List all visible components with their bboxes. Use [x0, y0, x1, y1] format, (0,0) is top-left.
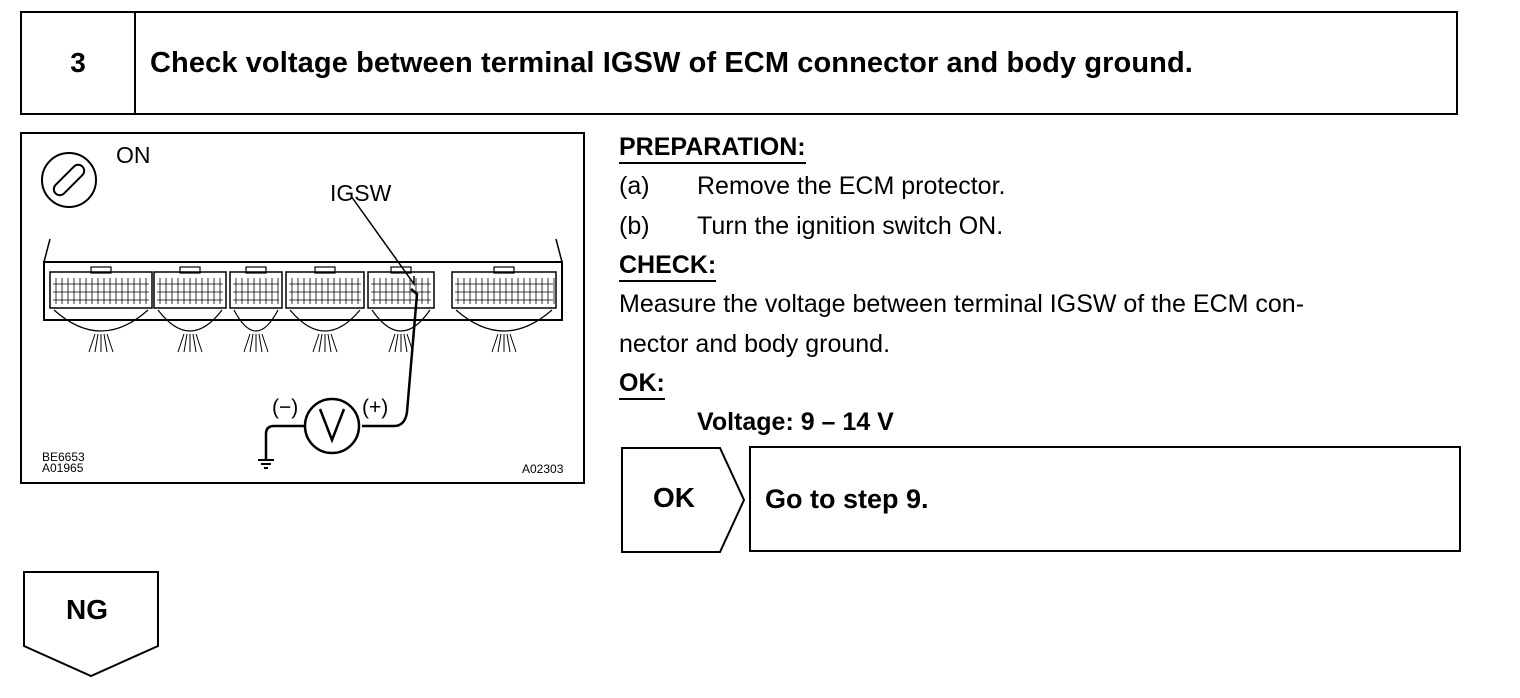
check-heading: CHECK:: [619, 250, 717, 282]
ok-spec: Voltage: 9 – 14 V: [697, 408, 894, 436]
step-header: 3 Check voltage between terminal IGSW of…: [20, 11, 1458, 115]
ng-label: NG: [66, 594, 108, 625]
ok-arrow-box: [621, 447, 746, 553]
ok-action-box: Go to step 9.: [749, 446, 1461, 552]
prep-step-a-label: (a): [619, 172, 650, 200]
prep-step-b-text: Turn the ignition switch ON.: [697, 212, 1004, 240]
figure-code-2: A01965: [42, 461, 84, 475]
connector-block: [451, 271, 557, 309]
minus-label: (−): [272, 396, 299, 419]
figure-code-right: A02303: [522, 462, 564, 476]
connector-block: [229, 271, 283, 309]
ng-arrow-box: [23, 571, 159, 678]
preparation-heading: PREPARATION:: [619, 132, 806, 164]
voltmeter-icon: [264, 195, 419, 460]
step-number: 3: [22, 13, 136, 113]
ok-heading: OK:: [619, 368, 665, 400]
ground-icon: [258, 459, 274, 469]
ignition-label: ON: [116, 142, 151, 168]
prep-step-a-text: Remove the ECM protector.: [697, 172, 1006, 200]
plus-label: (+): [362, 396, 389, 419]
ok-action-text: Go to step 9.: [765, 483, 929, 514]
figure-code-left: BE6653 A01965: [42, 450, 85, 475]
prep-step-b-label: (b): [619, 212, 650, 240]
ignition-key-icon: [41, 152, 97, 208]
terminal-label: IGSW: [330, 180, 392, 206]
connector-block: [49, 271, 153, 309]
ok-label: OK: [653, 482, 695, 513]
wiring-diagram: [41, 152, 563, 469]
wiring-figure: ON IGSW (−) (+) BE6653 A01965 A02303: [20, 132, 585, 484]
check-line-1: Measure the voltage between terminal IGS…: [619, 290, 1305, 318]
check-line-2: nector and body ground.: [619, 330, 891, 358]
connector-block: [153, 271, 227, 309]
connector-block: [285, 271, 365, 309]
connector-block: [367, 271, 435, 309]
step-title: Check voltage between terminal IGSW of E…: [150, 46, 1193, 79]
ecm-connector-icon: [43, 238, 563, 353]
figure-code-1: BE6653: [42, 450, 85, 464]
